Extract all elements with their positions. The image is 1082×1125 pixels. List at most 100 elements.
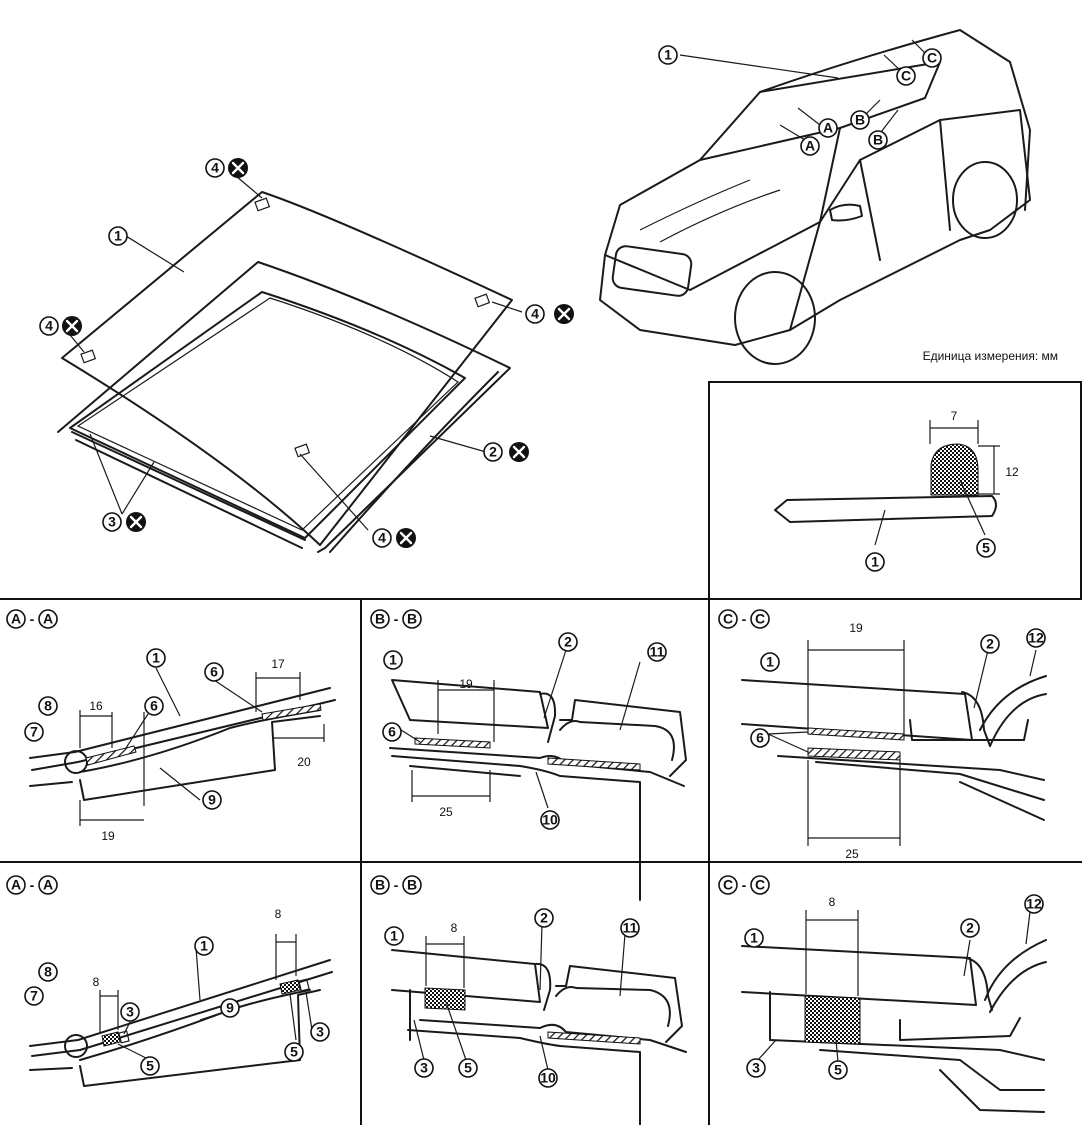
svg-text:5: 5 bbox=[290, 1044, 298, 1060]
part-number-1: 1 bbox=[744, 928, 764, 948]
section-a-a-lower bbox=[29, 934, 333, 1087]
svg-text:5: 5 bbox=[146, 1058, 154, 1074]
part-number-12: 12 bbox=[1026, 628, 1046, 648]
section-title-dash: - bbox=[394, 877, 399, 893]
svg-text:1: 1 bbox=[871, 554, 879, 570]
svg-text:2: 2 bbox=[489, 444, 497, 460]
svg-text:7: 7 bbox=[30, 724, 38, 740]
dim-a2-right: 8 bbox=[275, 907, 282, 921]
svg-text:B: B bbox=[375, 611, 385, 627]
part-number-11: 11 bbox=[620, 918, 640, 938]
section-title-C-right: C bbox=[750, 609, 770, 629]
part-number-3: 3 bbox=[102, 512, 122, 532]
svg-text:B: B bbox=[407, 877, 417, 893]
svg-text:A: A bbox=[823, 120, 833, 136]
svg-text:5: 5 bbox=[464, 1060, 472, 1076]
part-number-5: 5 bbox=[828, 1060, 848, 1080]
dim-bead-height: 12 bbox=[1005, 465, 1019, 479]
svg-text:C: C bbox=[755, 611, 765, 627]
svg-text:B: B bbox=[375, 877, 385, 893]
part-number-12: 12 bbox=[1024, 894, 1044, 914]
dim-a1-bottom: 19 bbox=[101, 829, 115, 843]
part-number-3: 3 bbox=[120, 1002, 140, 1022]
rear-wheel bbox=[952, 161, 1018, 239]
car-front-fascia bbox=[599, 221, 821, 346]
part-number-4: 4 bbox=[525, 304, 545, 324]
svg-text:3: 3 bbox=[420, 1060, 428, 1076]
svg-text:1: 1 bbox=[390, 928, 398, 944]
section-title-B-right: B bbox=[402, 609, 422, 629]
svg-text:C: C bbox=[755, 877, 765, 893]
svg-text:B: B bbox=[873, 132, 883, 148]
dim-bead-width: 7 bbox=[951, 409, 958, 423]
clip-bottom bbox=[294, 443, 311, 458]
section-title-dash: - bbox=[30, 877, 35, 893]
svg-text:10: 10 bbox=[542, 812, 558, 828]
part-number-1: 1 bbox=[194, 936, 214, 956]
section-title-A-left: A bbox=[6, 609, 26, 629]
svg-text:4: 4 bbox=[211, 160, 219, 176]
svg-text:11: 11 bbox=[650, 644, 665, 660]
part-number-5: 5 bbox=[140, 1056, 160, 1076]
section-title-dash: - bbox=[30, 611, 35, 627]
part-number-6: 6 bbox=[144, 696, 164, 716]
exploded-windshield-view bbox=[57, 175, 523, 553]
part-number-2: 2 bbox=[960, 918, 980, 938]
part-number-3: 3 bbox=[414, 1058, 434, 1078]
svg-text:1: 1 bbox=[200, 938, 208, 954]
svg-text:3: 3 bbox=[752, 1060, 760, 1076]
svg-text:1: 1 bbox=[750, 930, 758, 946]
replace-x-icon bbox=[228, 158, 248, 178]
replace-marks bbox=[62, 158, 574, 548]
svg-text:12: 12 bbox=[1028, 630, 1044, 646]
part-number-6: 6 bbox=[750, 728, 770, 748]
section-frames bbox=[0, 598, 1082, 1125]
clip-right bbox=[474, 293, 491, 308]
side-molding-strip bbox=[329, 371, 499, 553]
svg-text:3: 3 bbox=[108, 514, 116, 530]
part-number-8: 8 bbox=[38, 962, 58, 982]
section-c-c-upper bbox=[741, 640, 1047, 846]
svg-text:1: 1 bbox=[766, 654, 774, 670]
svg-text:12: 12 bbox=[1026, 896, 1042, 912]
svg-text:3: 3 bbox=[316, 1024, 324, 1040]
section-marker-A: A bbox=[818, 118, 838, 138]
part-number-4: 4 bbox=[205, 158, 225, 178]
dim-b1-bottom: 25 bbox=[439, 805, 453, 819]
replace-x-icon bbox=[554, 304, 574, 324]
section-marker-B: B bbox=[850, 110, 870, 130]
svg-text:10: 10 bbox=[540, 1070, 556, 1086]
dim-b2-top: 8 bbox=[451, 921, 458, 935]
svg-text:9: 9 bbox=[226, 1000, 234, 1016]
svg-text:6: 6 bbox=[756, 730, 764, 746]
part-number-4: 4 bbox=[372, 528, 392, 548]
part-number-1: 1 bbox=[383, 650, 403, 670]
front-wheel bbox=[734, 271, 816, 365]
part-number-3: 3 bbox=[746, 1058, 766, 1078]
section-marker-C: C bbox=[922, 48, 942, 68]
glass-inner-edge bbox=[76, 297, 459, 531]
part-number-9: 9 bbox=[202, 790, 222, 810]
section-title-dash: - bbox=[742, 877, 747, 893]
section-title-A-left: A bbox=[6, 875, 26, 895]
svg-text:B: B bbox=[855, 112, 865, 128]
section-marker-C: C bbox=[896, 66, 916, 86]
bead-detail-panel bbox=[708, 381, 1082, 600]
svg-text:2: 2 bbox=[966, 920, 974, 936]
dim-b1-top: 19 bbox=[459, 677, 473, 691]
clip-top bbox=[254, 197, 271, 212]
svg-text:2: 2 bbox=[540, 910, 548, 926]
part-number-7: 7 bbox=[24, 722, 44, 742]
svg-text:6: 6 bbox=[150, 698, 158, 714]
car-side-body bbox=[789, 109, 1031, 331]
svg-text:5: 5 bbox=[982, 540, 990, 556]
molding-frame-outer bbox=[57, 261, 511, 553]
section-marker-B: B bbox=[868, 130, 888, 150]
dim-a2-left: 8 bbox=[93, 975, 100, 989]
svg-text:A: A bbox=[11, 877, 21, 893]
svg-text:3: 3 bbox=[126, 1004, 134, 1020]
part-number-11: 11 bbox=[647, 642, 667, 662]
hood-creases bbox=[639, 179, 781, 243]
dim-c2-top: 8 bbox=[829, 895, 836, 909]
